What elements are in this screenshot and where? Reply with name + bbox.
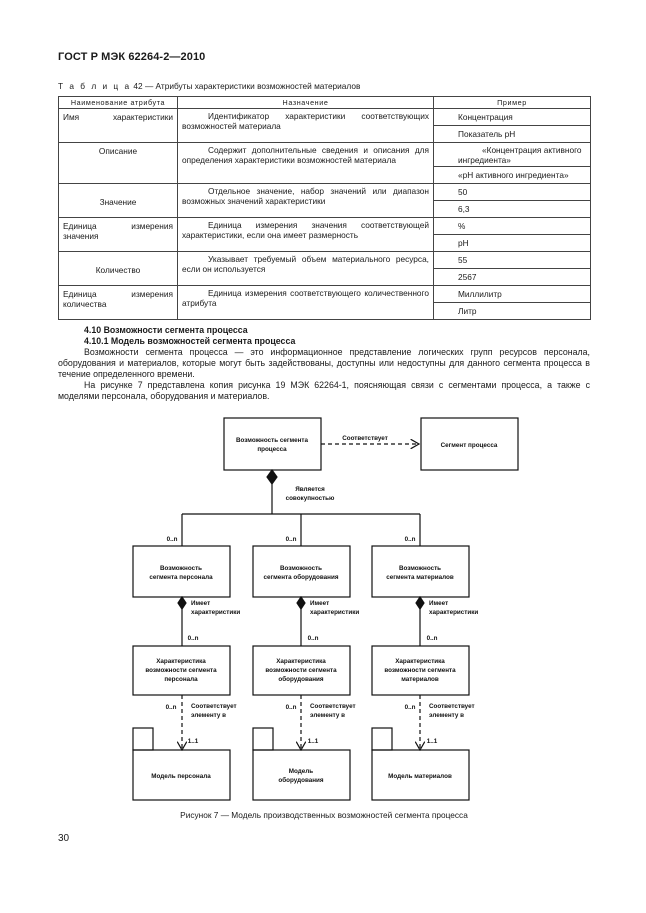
label-material-char-1: Характеристика xyxy=(395,658,445,665)
label-corr-elem-2: элементу в xyxy=(310,712,345,719)
mult-0n: 0..n xyxy=(405,704,416,711)
mult-0n: 0..n xyxy=(188,635,199,642)
mult-0n: 0..n xyxy=(167,536,178,543)
has-characteristics-diamond-icon xyxy=(177,595,187,611)
label-material-capability-2: сегмента материалов xyxy=(386,574,454,581)
label-aggregate-1: Является xyxy=(295,486,325,493)
label-equipment-char-2: возможности сегмента xyxy=(265,667,337,674)
attribute-purpose-cell: Единица измерения значения соответствующ… xyxy=(177,217,434,252)
table-row: Количество Указывает требуемый объем мат… xyxy=(58,251,591,286)
aggregation-diamond-icon xyxy=(266,468,278,486)
box-process-segment-capability xyxy=(223,417,322,471)
mult-0n: 0..n xyxy=(286,536,297,543)
table-row: Описание Содержит дополнительные сведени… xyxy=(58,142,591,184)
box-equipment-model xyxy=(252,749,351,801)
label-top-left-1: Возможность сегмента xyxy=(236,437,309,444)
label-corr-elem-1: Соответствует xyxy=(429,703,475,710)
has-characteristics-diamond-icon xyxy=(296,595,306,611)
label-material-char-2: возможности сегмента xyxy=(384,667,456,674)
table-caption: Т а б л и ц а 42 — Атрибуты характеристи… xyxy=(58,81,360,91)
label-personnel-char-1: Характеристика xyxy=(156,658,206,665)
label-equipment-model-1: Модель xyxy=(289,768,314,775)
label-top-right: Сегмент процесса xyxy=(441,442,498,449)
label-corresponds: Соответствует xyxy=(342,435,388,442)
attribute-example-cell: Литр xyxy=(433,302,591,320)
table-caption-prefix: Т а б л и ц а xyxy=(58,81,132,91)
table-caption-text: 42 — Атрибуты характеристики возможносте… xyxy=(131,81,361,91)
label-material-capability-1: Возможность xyxy=(399,565,441,572)
label-equipment-capability-2: сегмента оборудования xyxy=(263,573,338,581)
label-equipment-char-1: Характеристика xyxy=(276,658,326,665)
label-top-left-2: процесса xyxy=(257,446,287,453)
package-tab xyxy=(132,727,154,751)
mult-0n: 0..n xyxy=(405,536,416,543)
section-body: 4.10 Возможности сегмента процесса 4.10.… xyxy=(58,325,590,402)
attribute-name-cell: Количество xyxy=(58,251,178,286)
attributes-table: Наименование атрибута Назначение Пример … xyxy=(58,96,591,320)
mult-0n: 0..n xyxy=(427,635,438,642)
attribute-name-cell: Имя характеристики xyxy=(58,108,178,143)
label-has-char-2: характеристики xyxy=(191,609,240,616)
mult-0n: 0..n xyxy=(286,704,297,711)
attribute-name-cell: Описание xyxy=(58,142,178,184)
label-personnel-char-3: персонала xyxy=(164,676,198,683)
package-tab xyxy=(371,727,393,751)
subsection-heading: 4.10.1 Модель возможностей сегмента проц… xyxy=(84,336,296,346)
page-number: 30 xyxy=(58,833,70,844)
table-row: Значение Отдельное значение, набор значе… xyxy=(58,183,591,218)
label-personnel-char-2: возможности сегмента xyxy=(145,667,217,674)
attribute-purpose-cell: Единица измерения соответствующего колич… xyxy=(177,285,434,320)
label-personnel-capability-2: сегмента персонала xyxy=(149,574,213,581)
label-material-model: Модель материалов xyxy=(388,773,452,780)
label-equipment-char-3: оборудования xyxy=(278,675,323,683)
box-process-segment xyxy=(420,417,519,471)
label-has-char-2: характеристики xyxy=(310,609,359,616)
paragraph: На рисунке 7 представлена копия рисунка … xyxy=(58,380,590,401)
label-has-char-1: Имеет xyxy=(310,600,329,607)
section-heading: 4.10 Возможности сегмента процесса xyxy=(84,325,248,335)
attribute-name-cell: Единица измерения количества xyxy=(58,285,178,320)
attribute-purpose-cell: Указывает требуемый объем материального … xyxy=(177,251,434,286)
table-header-row: Наименование атрибута Назначение Пример xyxy=(58,96,591,109)
table-row: Единица измерения количества Единица изм… xyxy=(58,285,591,320)
mult-11: 1..1 xyxy=(308,738,319,745)
label-personnel-model: Модель персонала xyxy=(151,773,211,780)
table-row: Единица измерения значения Единица измер… xyxy=(58,217,591,252)
has-characteristics-diamond-icon xyxy=(415,595,425,611)
box-personnel-model xyxy=(132,749,231,801)
mult-11: 1..1 xyxy=(188,738,199,745)
label-material-char-3: материалов xyxy=(401,676,439,683)
label-has-char-1: Имеет xyxy=(191,600,210,607)
mult-0n: 0..n xyxy=(166,704,177,711)
paragraph: Возможности сегмента процесса — это инфо… xyxy=(58,347,590,379)
label-personnel-capability-1: Возможность xyxy=(160,565,202,572)
label-corr-elem-2: элементу в xyxy=(429,712,464,719)
label-equipment-capability-1: Возможность xyxy=(280,565,322,572)
attribute-purpose-cell: Содержит дополнительные сведения и описа… xyxy=(177,142,434,184)
label-corr-elem-1: Соответствует xyxy=(191,703,237,710)
mult-0n: 0..n xyxy=(308,635,319,642)
label-corr-elem-2: элементу в xyxy=(191,712,226,719)
figure-caption: Рисунок 7 — Модель производственных возм… xyxy=(180,810,468,820)
table-row: Литр xyxy=(59,302,591,320)
label-has-char-1: Имеет xyxy=(429,600,448,607)
label-equipment-model-2: оборудования xyxy=(278,776,323,784)
mult-11: 1..1 xyxy=(427,738,438,745)
label-corr-elem-1: Соответствует xyxy=(310,703,356,710)
box-material-model xyxy=(371,749,470,801)
label-has-char-2: характеристики xyxy=(429,609,478,616)
package-tab xyxy=(252,727,274,751)
label-aggregate-2: совокупностью xyxy=(286,495,335,502)
document-header: ГОСТ Р МЭК 62264-2—2010 xyxy=(58,51,206,63)
